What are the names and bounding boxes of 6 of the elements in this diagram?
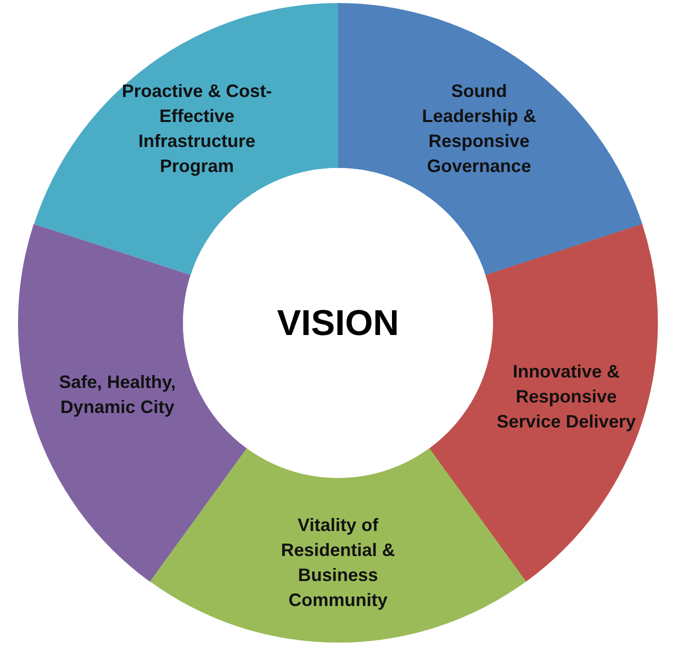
segment-label: Safe, Healthy, Dynamic City: [58, 370, 177, 419]
center-title: VISION: [276, 302, 400, 344]
segment-label: Proactive & Cost-Effective Infrastructure Program: [120, 80, 273, 178]
segment-label: Sound Leadership & Responsive Governance: [421, 80, 538, 178]
segment-label: Innovative & Responsive Service Delivery: [496, 360, 637, 434]
segment-label: Vitality of Residential & Business Community: [280, 514, 396, 612]
